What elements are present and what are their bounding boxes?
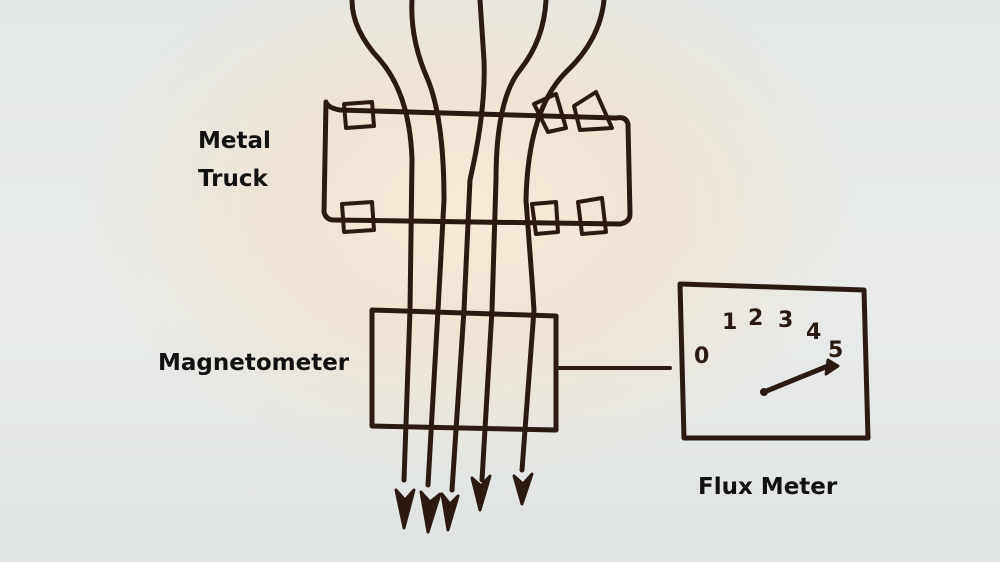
dial-pivot xyxy=(760,388,768,396)
field-line-3 xyxy=(449,0,487,493)
field-line-4 xyxy=(479,0,549,483)
dial-needle xyxy=(761,363,831,395)
dial-number-5: 5 xyxy=(828,338,844,363)
metal-truck-label-line1: Metal xyxy=(198,128,271,154)
field-arrow-5 xyxy=(512,472,534,506)
flux-meter-label: Flux Meter xyxy=(698,474,838,500)
magnetometer-label: Magnetometer xyxy=(158,350,350,376)
dial-number-2: 2 xyxy=(748,306,764,331)
field-arrow-1 xyxy=(394,488,416,530)
truck-wheel-top-right xyxy=(572,90,614,132)
truck-wheel-bottom-right xyxy=(576,196,608,236)
metal-truck-label-line2: Truck xyxy=(198,166,268,192)
field-arrow-2 xyxy=(419,490,442,534)
dial-number-0: 0 xyxy=(694,344,710,369)
field-line-5 xyxy=(519,0,607,473)
dial-number-4: 4 xyxy=(806,320,822,345)
dial-number-3: 3 xyxy=(778,308,794,333)
dial-needle-tip xyxy=(824,358,840,376)
field-line-1 xyxy=(349,0,415,483)
truck-wheel-top-left xyxy=(342,100,376,130)
truck-wheel-bottom-left xyxy=(340,200,376,234)
field-line-2 xyxy=(409,0,447,488)
field-arrow-3 xyxy=(440,492,460,532)
flux-meter-box xyxy=(677,281,871,441)
magnetometer-box xyxy=(369,307,559,433)
field-arrow-4 xyxy=(470,474,492,512)
metal-truck-body xyxy=(321,99,633,227)
dial-number-1: 1 xyxy=(722,310,738,335)
truck-wheel-bottom-mid xyxy=(530,200,560,236)
